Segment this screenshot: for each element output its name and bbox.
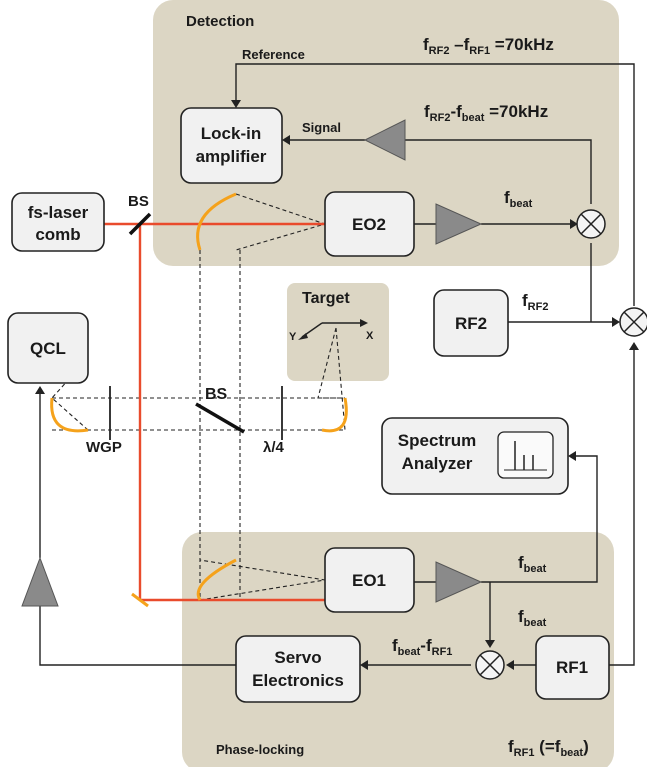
eo2-box [324, 191, 415, 257]
rf2-box [433, 289, 509, 357]
phase-locking-title: Phase-locking [216, 742, 304, 757]
target-axes-icon [298, 319, 368, 340]
parabolic-mirror-left [50, 397, 89, 433]
axis-y-label: Y [289, 331, 297, 343]
mixer-detection [576, 209, 606, 239]
amplifier-qcl [21, 556, 59, 607]
freq-label-beat-detection: fbeat [504, 188, 533, 210]
signal-label: Signal [302, 120, 341, 135]
bs-top-label: BS [128, 193, 149, 210]
freq-label-beat-rf1: fbeat-fRF1 [392, 636, 452, 658]
wgp-label: WGP [86, 439, 122, 456]
parabolic-mirror-top [196, 192, 237, 251]
beam-splitter-top [128, 212, 152, 236]
lockin-label-1: Lock-in [201, 124, 261, 143]
eo1-box [324, 547, 415, 613]
spectrum-label-1: Spectrum [398, 431, 476, 450]
fold-mirror [131, 592, 149, 608]
parabolic-mirror-right [321, 397, 348, 433]
beam-splitter-center [195, 402, 245, 434]
qcl-label: QCL [30, 339, 66, 358]
freq-label-rf2-rf1: fRF2 –fRF1 =70kHz [423, 35, 554, 57]
lockin-label-2: amplifier [196, 147, 267, 166]
phase-locking-panel [182, 532, 614, 767]
freq-label-beat-down: fbeat [518, 607, 547, 629]
target-title: Target [302, 290, 350, 307]
eo2-label: EO2 [352, 215, 386, 234]
fs-label-2: comb [35, 225, 80, 244]
quarter-wave-label: λ/4 [263, 439, 285, 456]
amplifier-eo1 [435, 561, 483, 603]
detection-title: Detection [186, 13, 254, 30]
lockin-amplifier-box [180, 107, 283, 184]
servo-label-1: Servo [274, 648, 321, 667]
fs-label-1: fs-laser [28, 203, 89, 222]
bs-center-label: BS [205, 386, 228, 403]
freq-label-rf2-beat: fRF2-fbeat =70kHz [424, 102, 548, 124]
servo-electronics-box [235, 635, 361, 703]
freq-label-rf2: fRF2 [522, 291, 548, 313]
reference-label: Reference [242, 47, 305, 62]
target-panel [287, 283, 389, 381]
freq-label-beat-eo1: fbeat [518, 553, 547, 575]
freq-label-rf1-equals-beat: fRF1 (=fbeat) [508, 737, 589, 759]
axis-x-label: X [366, 330, 374, 342]
fs-laser-comb-box [11, 192, 105, 252]
rf1-box [535, 635, 610, 700]
rf2-label: RF2 [455, 314, 487, 333]
spectrum-label-2: Analyzer [402, 454, 473, 473]
mixer-phase-lock [475, 650, 505, 680]
rf1-label: RF1 [556, 658, 588, 677]
spectrum-display-icon [497, 431, 554, 479]
eo1-label: EO1 [352, 571, 386, 590]
servo-label-2: Electronics [252, 671, 344, 690]
electrical-wiring [35, 63, 639, 670]
mixer-rf [619, 307, 647, 337]
amplifier-eo2 [435, 203, 483, 245]
parabolic-mirror-bottom [196, 558, 237, 601]
amplifier-signal [363, 119, 406, 161]
qcl-box [7, 312, 89, 384]
